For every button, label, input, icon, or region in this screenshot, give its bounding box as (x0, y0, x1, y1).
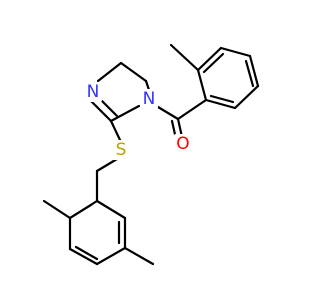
atom-label-text: N (87, 82, 100, 102)
imine-nitrogen-atom: N (84, 82, 102, 102)
bond (219, 46, 252, 58)
sulfur-atom: S (112, 140, 130, 160)
bond (89, 99, 113, 123)
atom-label-background (84, 82, 102, 102)
bond (204, 98, 237, 110)
bond (244, 59, 255, 88)
atom-label-text: S (116, 140, 127, 160)
bond (68, 203, 93, 220)
bond (233, 84, 260, 110)
atom-label-text: N (143, 89, 156, 109)
atom-label-background (112, 140, 130, 160)
bond (95, 199, 127, 220)
molecule-structure: N N S O (42, 43, 260, 266)
bond (95, 157, 119, 173)
bond (119, 61, 148, 83)
bond (248, 54, 260, 88)
atom-label-text: O (176, 134, 189, 154)
amide-nitrogen-atom: N (140, 89, 158, 109)
bond (109, 104, 141, 123)
bond (95, 246, 127, 266)
atom-label-background (174, 134, 192, 154)
bond (209, 94, 235, 104)
bond (96, 61, 123, 83)
bond (144, 79, 151, 92)
bond (196, 68, 208, 102)
bond (123, 246, 155, 266)
bond (42, 199, 72, 220)
bond (109, 119, 122, 142)
bond (176, 98, 208, 121)
bond-lines (42, 43, 260, 266)
bond (74, 245, 99, 261)
bond (196, 46, 223, 72)
carbonyl-oxygen-atom: O (174, 134, 192, 154)
bond (169, 43, 200, 72)
bond (156, 105, 180, 121)
bond (202, 52, 225, 74)
atom-label-background (140, 89, 158, 109)
bond (100, 99, 119, 118)
atom-labels: N N S O (84, 82, 192, 160)
bond (68, 247, 99, 266)
